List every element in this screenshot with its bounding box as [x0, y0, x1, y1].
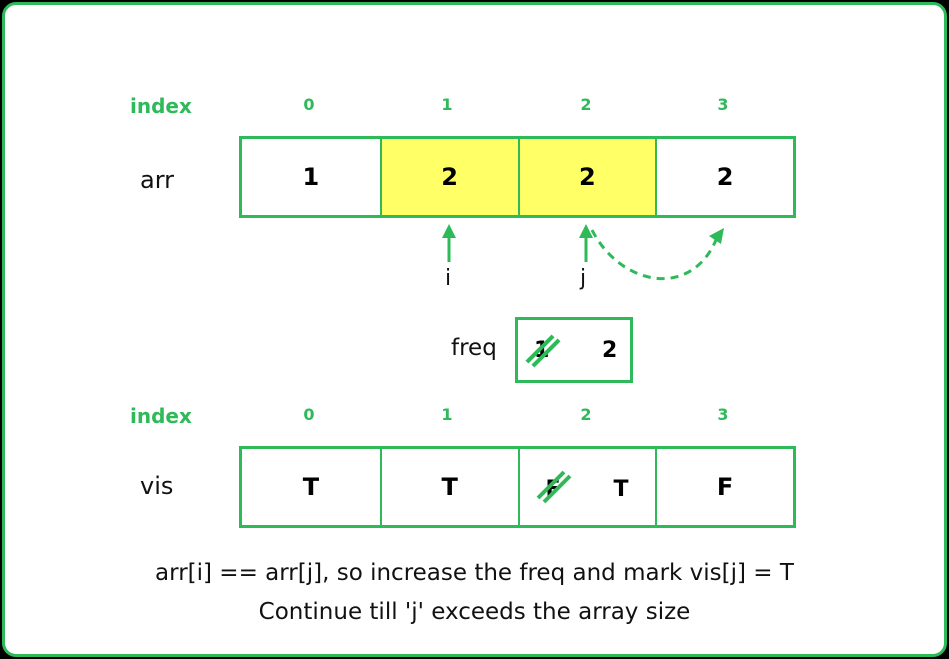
advance-j-dashed-arrow	[590, 228, 724, 281]
vis-cell-2: F T	[517, 449, 656, 525]
bottom-index-label: index	[130, 404, 192, 428]
arr-cell-0: 1	[302, 163, 320, 191]
freq-label: freq	[451, 335, 497, 361]
top-index-3: 3	[717, 95, 729, 114]
caption-line-1: arr[i] == arr[j], so increase the freq a…	[155, 560, 794, 586]
top-index-1: 1	[441, 95, 453, 114]
vis-cell-0: T	[302, 473, 320, 501]
bottom-index-0: 0	[303, 405, 315, 424]
pointer-j-arrow	[579, 224, 593, 262]
caption-line-2: Continue till 'j' exceeds the array size	[258, 599, 691, 625]
vis-cell-2-value: T	[613, 477, 629, 502]
bottom-index-3: 3	[717, 405, 729, 424]
top-index-0: 0	[303, 95, 315, 114]
freq-value: 2	[602, 338, 618, 363]
bottom-index-2: 2	[580, 405, 592, 424]
vis-cell-1: T	[379, 449, 518, 525]
top-index-label: index	[130, 94, 192, 118]
arr-label: arr	[140, 166, 175, 194]
arr-cell-3: 2	[655, 139, 793, 215]
pointer-i-label: i	[445, 266, 452, 291]
arr-cell-2: 2	[517, 139, 656, 215]
vis-cell-2-old-value: F	[545, 477, 561, 502]
vis-cell-3: F	[655, 449, 793, 525]
vis-array: T T F T F	[239, 446, 796, 528]
top-index-2: 2	[580, 95, 592, 114]
vis-label: vis	[140, 472, 174, 500]
pointer-i-arrow	[442, 224, 456, 262]
freq-box: 1 2	[515, 317, 633, 383]
pointer-j-label: j	[580, 266, 587, 291]
bottom-index-1: 1	[441, 405, 453, 424]
arr-array: 1 2 2 2	[239, 136, 796, 218]
freq-old-value: 1	[534, 338, 550, 363]
arr-cell-1: 2	[379, 139, 518, 215]
